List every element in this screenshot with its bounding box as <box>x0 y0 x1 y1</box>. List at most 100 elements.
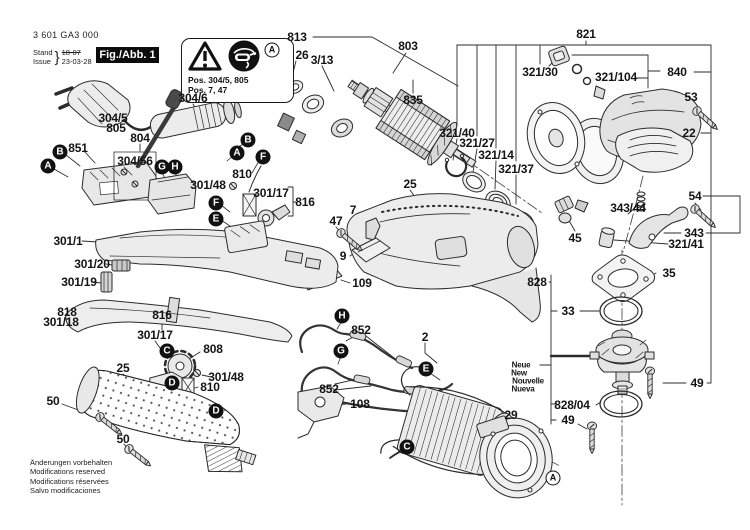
part-label-54: 54 <box>688 189 702 203</box>
footer-line-de: Änderungen vorbehalten <box>30 458 113 467</box>
part-label-2: 2 <box>421 330 429 344</box>
letter-marker-G-filled: G <box>333 343 349 359</box>
footer-line-en: Modifications reserved <box>30 467 106 477</box>
part-label-25: 25 <box>116 361 130 375</box>
part-label-35: 35 <box>662 266 676 280</box>
brush-holder-upper <box>224 165 291 254</box>
part-label-321_30: 321/30 <box>522 65 558 79</box>
part-label-821: 821 <box>576 27 596 41</box>
figure-label: Fig./Abb. 1 <box>96 47 159 63</box>
screw-50-lower <box>122 442 155 471</box>
gear-set-column <box>589 254 656 418</box>
part-label-301_18: 301/18 <box>43 315 79 329</box>
part-label-New: New <box>511 368 527 378</box>
part-label-810: 810 <box>232 167 252 181</box>
part-label-818: 818 <box>57 305 77 319</box>
safety-pos-line1: Pos. 304/5, 805 <box>188 75 249 85</box>
part-label-301_48: 301/48 <box>208 370 244 384</box>
letter-marker-H-filled: H <box>167 159 183 175</box>
footer-disclaimer: Änderungen vorbehalten Modifications res… <box>30 458 112 496</box>
part-label-33: 33 <box>561 304 575 318</box>
part-label-840: 840 <box>667 65 687 79</box>
gear-housing-cover <box>615 127 694 173</box>
bearing-ring-set <box>277 80 354 145</box>
part-label-22: 22 <box>682 126 696 140</box>
part-label-304_5: 304/5 <box>98 111 128 125</box>
auxiliary-handle <box>75 366 257 473</box>
small-parts-top <box>548 45 606 100</box>
revision-block: Stand Issue } 18-07 23-03-28 <box>33 48 92 67</box>
part-label-810: 810 <box>200 380 220 394</box>
revision-brace: } <box>54 49 60 67</box>
letter-marker-A-filled: A <box>229 145 245 161</box>
part-label-803: 803 <box>398 39 418 53</box>
part-label-Nueva: Nueva <box>511 384 535 394</box>
part-label-25: 25 <box>403 177 417 191</box>
issue-label: Issue <box>33 56 51 66</box>
part-label-304_6: 304/6 <box>178 91 208 105</box>
letter-marker-F-filled: F <box>255 149 271 165</box>
spindle-lock-parts <box>554 191 689 249</box>
letter-marker-D-filled: D <box>164 375 180 391</box>
part-label-321_27: 321/27 <box>459 136 495 150</box>
part-label-321_40: 321/40 <box>439 126 475 140</box>
part-label-321_41: 321/41 <box>668 237 704 251</box>
motor-housing <box>346 193 541 323</box>
part-label-29: 29 <box>504 408 518 422</box>
part-label-50: 50 <box>116 432 130 446</box>
part-label-813: 813 <box>287 30 307 44</box>
handle-cover-818 <box>65 296 293 343</box>
part-label-7: 7 <box>349 203 357 217</box>
part-label-304_56: 304/56 <box>117 154 153 168</box>
part-label-50: 50 <box>46 394 60 408</box>
letter-marker-C-filled: C <box>399 439 415 455</box>
part-label-47: 47 <box>329 214 343 228</box>
baffle-108 <box>297 385 345 439</box>
type-number: 3 601 GA3 000 <box>33 30 99 40</box>
warning-triangle-icon <box>188 40 222 77</box>
part-label-835: 835 <box>403 93 423 107</box>
letter-marker-A-filled: A <box>40 158 56 174</box>
part-label-301_19: 301/19 <box>61 275 97 289</box>
power-plug <box>54 80 170 132</box>
part-label-9: 9 <box>339 249 347 263</box>
part-label-45: 45 <box>568 231 582 245</box>
letter-marker-E-filled: E <box>208 211 224 227</box>
bearing-flange-29 <box>476 415 553 499</box>
letter-marker-D-filled: D <box>208 403 224 419</box>
letter-marker-F-filled: F <box>208 195 224 211</box>
screw-49-bottom <box>586 421 598 455</box>
part-label-53: 53 <box>684 90 698 104</box>
safety-pos-line2: Pos. 7, 47 <box>188 85 228 95</box>
letter-marker-B-filled: B <box>52 144 68 160</box>
part-label-301_17: 301/17 <box>253 186 289 200</box>
screw-49-right <box>644 366 656 400</box>
stand-label: Stand <box>33 48 53 57</box>
part-label-816: 816 <box>295 195 315 209</box>
eye-protection-icon <box>227 39 261 78</box>
part-label-852: 852 <box>319 382 339 396</box>
part-label-321_14: 321/14 <box>478 148 514 162</box>
part-label-343_44: 343/44 <box>610 201 646 215</box>
part-label-301_20: 301/20 <box>74 257 110 271</box>
part-label-301_48: 301/48 <box>190 178 226 192</box>
part-label-828: 828 <box>527 275 547 289</box>
letter-marker-A-outlined: A <box>545 470 561 486</box>
part-label-808: 808 <box>203 342 223 356</box>
part-label-851: 851 <box>68 141 88 155</box>
letter-marker-A-outlined: A <box>264 42 280 58</box>
part-label-816: 816 <box>152 308 172 322</box>
part-label-804: 804 <box>130 131 150 145</box>
part-label-26: 26 <box>295 48 309 62</box>
letter-marker-H-filled: H <box>334 308 350 324</box>
part-label-852: 852 <box>351 323 371 337</box>
letter-marker-B-filled: B <box>240 132 256 148</box>
letter-marker-E-filled: E <box>418 361 434 377</box>
issue-value: 23-03-28 <box>61 56 92 66</box>
part-label-Neue: Neue <box>511 360 531 370</box>
part-label-301_1: 301/1 <box>53 234 83 248</box>
part-label-805: 805 <box>106 121 126 135</box>
letter-marker-G-filled: G <box>154 159 170 175</box>
